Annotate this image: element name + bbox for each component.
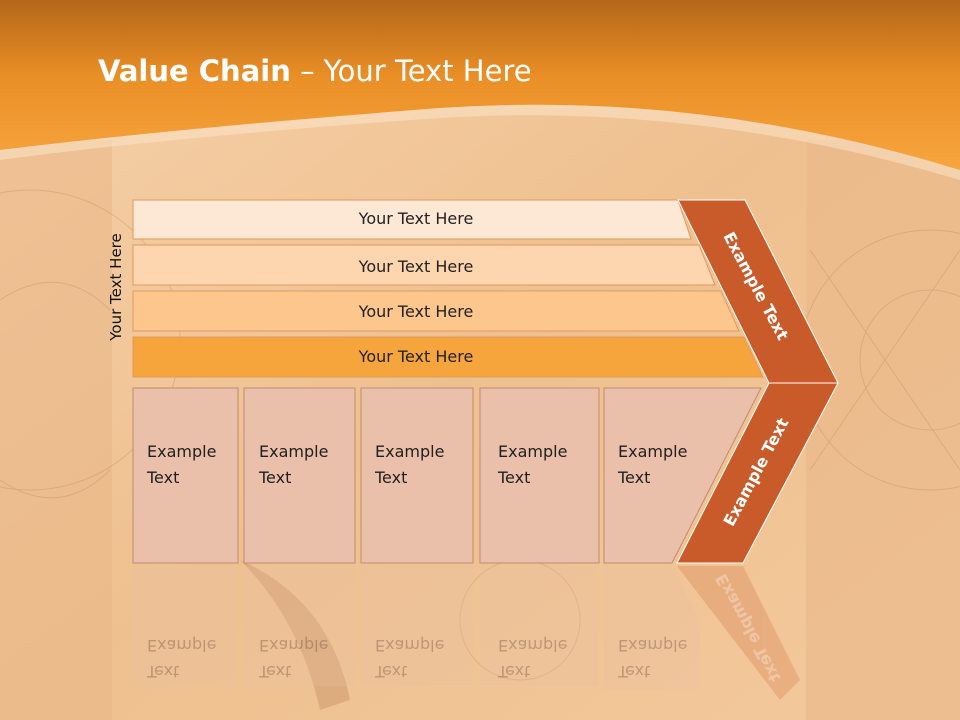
row-label-3: Your Text Here [358,302,474,321]
activity-box-line-1: Example [147,442,217,461]
reflection-text-3: Text Example [375,632,444,684]
activity-box-text-4: Example Text [498,439,567,491]
reflection-line-2: Text [259,662,292,681]
reflection-line-1: Example [147,636,217,655]
reflection-line-1: Example [375,636,445,655]
activity-box-text-3: Example Text [375,439,444,491]
row-bar-2 [132,244,716,286]
reflection-line-2: Text [147,662,180,681]
row-label-4: Your Text Here [358,347,474,366]
activity-box-line-2: Text [147,468,180,487]
reflection-line-2: Text [375,662,408,681]
activity-box-line-2: Text [618,468,651,487]
activity-box-line-1: Example [498,442,568,461]
activity-box-line-2: Text [498,468,531,487]
activity-box-4 [479,387,600,564]
row-bar-1 [132,199,692,240]
reflection-line-2: Text [618,662,651,681]
activity-box-line-2: Text [375,468,408,487]
reflection-line-2: Text [498,662,531,681]
activity-box-line-1: Example [259,442,329,461]
row-label-2: Your Text Here [358,257,474,276]
row-label-1: Your Text Here [358,209,474,228]
activity-box-5 [603,387,762,564]
activity-box-line-2: Text [259,468,292,487]
row-bar-3 [132,290,740,332]
activity-box-3 [360,387,474,564]
title-bold: Value Chain [98,54,291,88]
reflection-text-1: Text Example [147,632,216,684]
activity-box-text-2: Example Text [259,439,328,491]
chevron-lower [676,382,839,564]
reflection-text-2: Text Example [259,632,328,684]
page-title: Value Chain – Your Text Here [98,54,532,88]
activity-box-2 [243,387,356,564]
reflection-text-4: Text Example [498,632,567,684]
reflection-line-1: Example [618,636,688,655]
reflection-text-5: Text Example [618,632,687,684]
row-bar-4 [132,336,764,378]
title-rest: – Your Text Here [290,54,532,88]
reflection-line-1: Example [498,636,568,655]
activity-box-text-1: Example Text [147,439,216,491]
reflection-line-1: Example [259,636,329,655]
activity-box-line-1: Example [618,442,688,461]
activity-box-line-1: Example [375,442,445,461]
activity-box-text-5: Example Text [618,439,687,491]
activity-box-1 [132,387,239,564]
